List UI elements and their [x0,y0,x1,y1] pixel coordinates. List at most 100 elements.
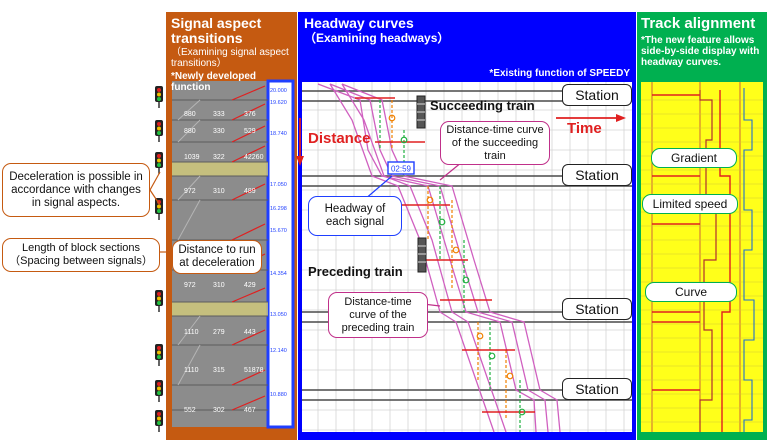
km-mark: 19.620 [270,100,287,106]
station-label-4: Station [562,378,632,400]
traffic-light-icon [155,380,163,402]
signal-rows-text: 880 333 376 880 330 529 1039 322 42260 972 310 489 9… [184,111,264,414]
signal-panel-note: *Newly developed function [171,71,257,93]
signal-row-distance: 972 [184,282,196,289]
callout-succeeding-curve: Distance-time curve of the succeeding tr… [440,121,550,165]
signal-row-distance: 972 [184,188,196,195]
headway-panel-note: *Existing function of SPEEDY [489,68,630,79]
track-plot-area [641,82,763,432]
signal-row-decel: 315 [213,367,225,374]
signal-point-marker [452,246,460,254]
callout-preceding-curve: Distance-time curve of the preceding tra… [328,292,428,338]
signal-row-distance: 880 [184,128,196,135]
distance-arrow [296,118,304,166]
callout-deceleration: Deceleration is possible in accordance w… [2,163,150,217]
signal-row-decel: 279 [213,329,225,336]
gradient-profile [699,90,717,432]
signal-row-block: 51878 [244,367,264,374]
signal-row-block: 467 [244,407,256,414]
traffic-light-icon [155,152,163,174]
km-mark: 12.140 [270,348,287,354]
km-mark: 17.050 [270,182,287,188]
signal-row-distance: 1039 [184,154,200,161]
signal-point-marker [506,372,514,380]
signal-point-marker [438,218,446,226]
succeeding-train-label: Succeeding train [430,98,535,113]
signal-km-column [266,79,295,429]
time-arrow [556,114,626,122]
signal-point-marker [388,114,396,122]
headway-value-box [387,161,415,175]
signal-point-markers [388,114,526,416]
signal-row-block: 376 [244,111,256,118]
preceding-train-label: Preceding train [308,264,403,279]
headway-panel-subtitle: （Examining headways） [304,31,450,45]
signal-row-decel: 330 [213,128,225,135]
km-marks-text: 10.880 12.140 13.050 14.354 15.670 16.298 17.0… [270,88,287,398]
track-column-lines [651,82,741,432]
signal-row-distance: 1110 [184,329,199,336]
km-mark: 10.880 [270,392,287,398]
time-label: Time [567,120,602,137]
signal-row-distance: 552 [184,407,196,414]
signal-row-decel: 333 [213,111,225,118]
callout-block-length: Length of block sections（Spacing between… [2,238,160,272]
signal-panel-title: Signal aspect transitions [171,15,262,46]
signal-row-block: 529 [244,128,256,135]
traffic-light-icon [155,290,163,312]
traffic-light-icon [155,344,163,366]
traffic-light-icon [155,120,163,142]
km-mark: 16.298 [270,206,287,212]
distance-label: Distance [308,130,371,147]
succeeding-train-icon [416,95,426,129]
signal-point-marker [400,136,408,144]
callout-limited-speed: Limited speed [642,194,738,214]
signal-row-block: 443 [244,329,256,336]
callout-headway-each: Headway of each signal [308,196,402,236]
preceding-train-icon [417,237,427,273]
signal-row-block: 429 [244,282,256,289]
headway-bars [355,97,535,413]
headway-panel-header: Headway curves （Examining headways） [304,16,604,46]
signal-panel-header: Signal aspect transitions （Examining sig… [171,15,297,94]
km-mark: 18.740 [270,131,287,137]
headway-panel-title: Headway curves [304,15,414,31]
signal-row-distance: 880 [184,111,196,118]
station-label-3: Station [562,298,632,320]
curve-profile [743,88,755,432]
traffic-light-icon [155,410,163,432]
km-mark: 14.354 [270,271,287,277]
signal-row-block: 42260 [244,154,264,161]
signal-row-decel: 302 [213,407,225,414]
signal-point-marker [518,408,526,416]
signal-point-marker [462,276,470,284]
station-label-1: Station [562,84,632,106]
signal-panel-subtitle: （Examining signal aspect transitions） [171,47,289,69]
station-label-2: Station [562,164,632,186]
signal-yellow-bands [172,162,268,316]
traffic-light-icon [155,86,163,108]
track-panel-title: Track alignment [641,15,756,32]
callout-decel-distance: Distance to run at deceleration [172,240,262,274]
callout-gradient: Gradient [651,148,737,168]
signal-row-decel: 310 [213,282,225,289]
signal-row-distance: 1110 [184,367,199,374]
track-panel-header: Track alignment *The new feature allows … [641,16,765,68]
signal-row-block: 489 [244,188,256,195]
signal-row-decel: 322 [213,154,225,161]
km-mark: 15.670 [270,228,287,234]
track-panel-note: *The new feature allows side-by-side dis… [641,35,760,68]
km-mark: 13.050 [270,312,287,318]
km-mark: 20.000 [270,88,287,94]
signal-point-marker [476,332,484,340]
traffic-light-icons [155,86,163,432]
traffic-light-icon [155,198,163,220]
signal-point-marker [426,196,434,204]
signal-point-marker [488,352,496,360]
callout-curve: Curve [645,282,737,302]
headway-value-text: 02:59 [391,165,412,174]
signal-grey-diagonals [177,99,201,386]
signal-row-decel: 310 [213,188,225,195]
